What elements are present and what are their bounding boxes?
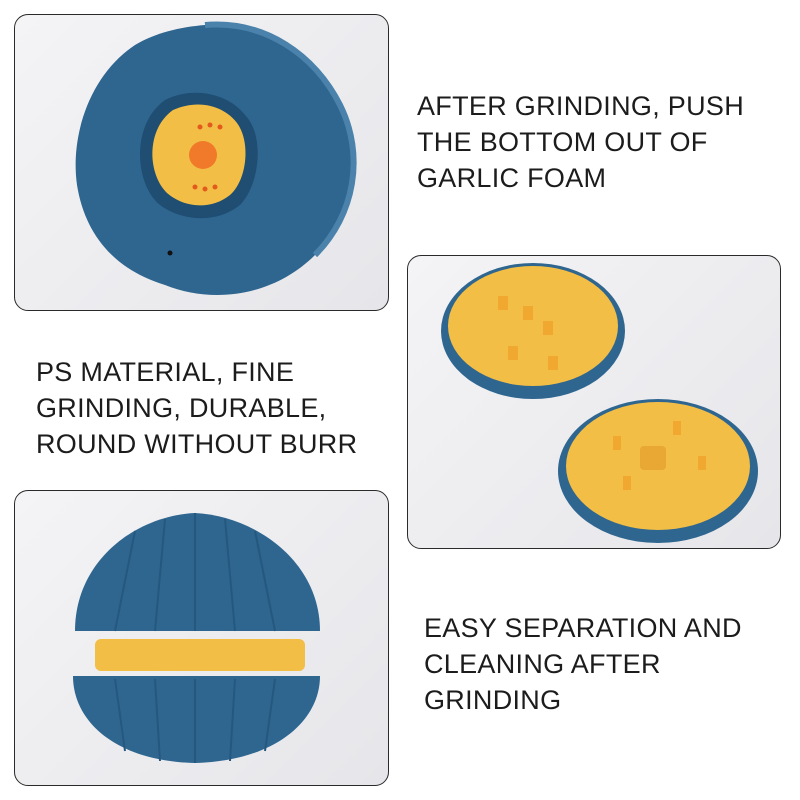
caption-line: EASY SEPARATION AND (424, 613, 742, 643)
caption-line: CLEANING AFTER (424, 649, 661, 679)
product-photo-side-view (14, 490, 389, 786)
caption-line: ROUND WITHOUT BURR (36, 429, 358, 459)
garlic-grinder-side-illustration (73, 513, 320, 763)
caption-middle: PS MATERIAL, FINE GRINDING, DURABLE, ROU… (36, 354, 357, 462)
caption-line: GRINDING (424, 685, 562, 715)
caption-line: PS MATERIAL, FINE (36, 357, 295, 387)
product-photo-open-halves (407, 255, 781, 549)
caption-line: GARLIC FOAM (417, 163, 607, 193)
caption-line: THE BOTTOM OUT OF (417, 127, 708, 157)
garlic-grinder-halves-illustration (441, 263, 758, 543)
caption-line: AFTER GRINDING, PUSH (417, 91, 745, 121)
product-photo-bottom-view (14, 14, 389, 311)
caption-top: AFTER GRINDING, PUSH THE BOTTOM OUT OF G… (417, 88, 744, 196)
caption-line: GRINDING, DURABLE, (36, 393, 327, 423)
caption-bottom: EASY SEPARATION AND CLEANING AFTER GRIND… (424, 610, 742, 718)
garlic-grinder-bottom-illustration (75, 21, 357, 295)
